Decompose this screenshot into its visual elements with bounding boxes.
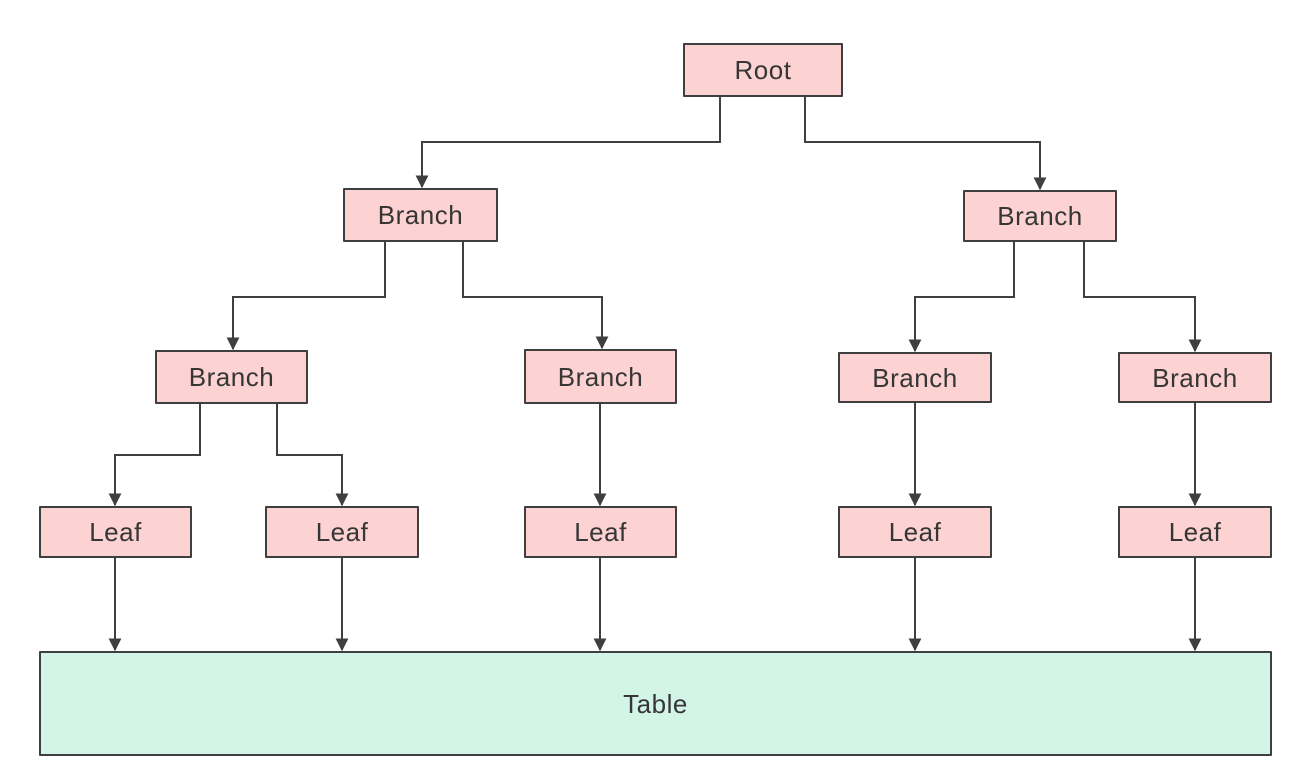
edge-branch-right-to-branch-right-1 <box>908 242 1015 353</box>
node-leaf-3: Leaf <box>524 506 677 558</box>
node-label-branch-left: Branch <box>377 200 464 230</box>
node-label-leaf-1: Leaf <box>89 517 142 547</box>
node-branch-left: Branch <box>343 188 498 242</box>
node-label-leaf-5: Leaf <box>1168 517 1222 547</box>
node-leaf-2: Leaf <box>265 506 419 558</box>
node-branch-left-2: Branch <box>524 349 677 404</box>
edge-branch-left-1-to-leaf-2 <box>276 404 349 507</box>
edge-branch-right-to-branch-right-2 <box>1083 242 1202 353</box>
node-label-branch-left-2: Branch <box>557 361 644 392</box>
node-branch-right-1: Branch <box>838 352 992 403</box>
edge-branch-left-1-to-leaf-1 <box>108 404 201 507</box>
node-label-branch-right-1: Branch <box>872 362 958 393</box>
node-branch-right-2: Branch <box>1118 352 1272 403</box>
node-table: Table <box>39 651 1272 756</box>
node-label-table: Table <box>623 688 688 719</box>
node-label-root: Root <box>734 55 792 85</box>
node-label-branch-right: Branch <box>997 201 1083 231</box>
node-leaf-5: Leaf <box>1118 506 1272 558</box>
node-label-leaf-3: Leaf <box>574 517 627 547</box>
node-label-leaf-2: Leaf <box>315 517 369 547</box>
node-label-leaf-4: Leaf <box>888 517 942 547</box>
node-leaf-1: Leaf <box>39 506 192 558</box>
node-root: Root <box>683 43 843 97</box>
node-leaf-4: Leaf <box>838 506 992 558</box>
node-label-branch-left-1: Branch <box>188 362 275 392</box>
edge-branch-left-to-branch-left-2 <box>462 242 609 350</box>
node-label-branch-right-2: Branch <box>1152 362 1238 393</box>
node-branch-left-1: Branch <box>155 350 308 404</box>
edge-root-to-branch-left <box>415 97 721 189</box>
edge-root-to-branch-right <box>804 97 1047 191</box>
node-branch-right: Branch <box>963 190 1117 242</box>
edge-branch-left-to-branch-left-1 <box>226 242 386 351</box>
